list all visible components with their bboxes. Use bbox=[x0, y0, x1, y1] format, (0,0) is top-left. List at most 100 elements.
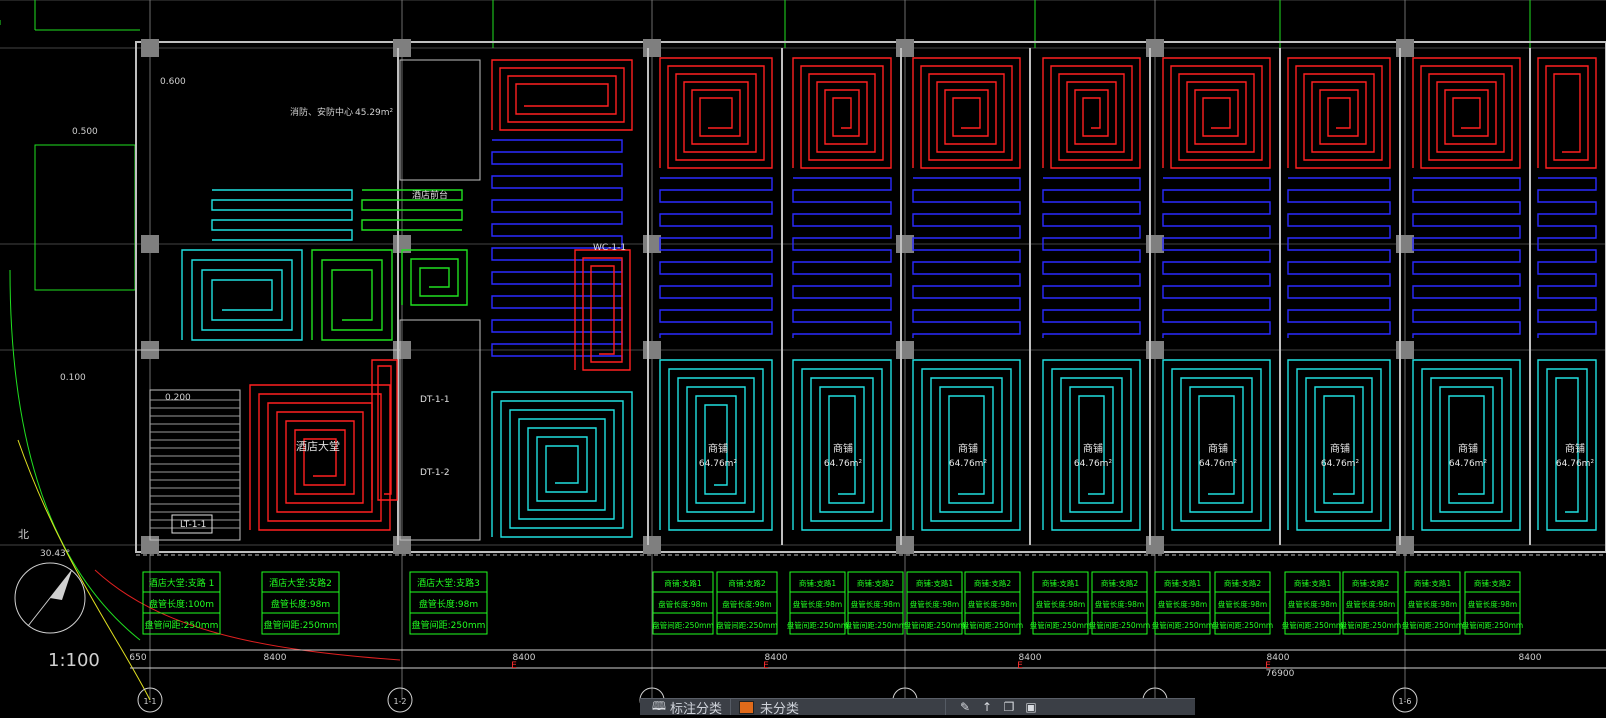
circuit-table-cell: 盘管间距:250mm bbox=[1030, 620, 1091, 630]
circuit-table-cell: 商铺:支路1 bbox=[1042, 578, 1080, 588]
room-area: 64.76m² bbox=[699, 459, 738, 469]
circuit-table-cell: 盘管间距:250mm bbox=[1402, 620, 1463, 630]
column bbox=[896, 536, 914, 554]
circuit-table-cell: 盘管长度:98m bbox=[1346, 599, 1395, 609]
room-area: 64.76m² bbox=[1556, 459, 1595, 469]
circuit-tables: 酒店大堂:支路 1盘管长度:100m盘管间距:250mm酒店大堂:支路2盘管长度… bbox=[142, 571, 1523, 635]
blue-pipe-serpentine bbox=[1537, 177, 1597, 338]
site-curve bbox=[9, 269, 141, 641]
circuit-table-cell: 商铺:支路1 bbox=[1164, 578, 1202, 588]
blue-pipe-serpentine bbox=[1042, 177, 1141, 338]
circuit-table-cell: 商铺:支路2 bbox=[1352, 578, 1390, 588]
red-pipe-spiral bbox=[249, 384, 391, 531]
blue-pipe-serpentine bbox=[1287, 177, 1391, 338]
circuit-table bbox=[1032, 571, 1089, 635]
circuit-table bbox=[1464, 571, 1521, 635]
axis-label: 1-6 bbox=[1398, 697, 1411, 706]
book-icon: 🕮 bbox=[651, 698, 667, 713]
north-circle bbox=[14, 562, 86, 634]
scale-label: 1:100 bbox=[48, 650, 100, 671]
room-area: 64.76m² bbox=[1199, 459, 1238, 469]
red-pipe-spiral bbox=[659, 57, 773, 169]
room-area: 64.76m² bbox=[949, 459, 988, 469]
pencil-icon[interactable]: ✎ bbox=[959, 700, 971, 714]
elevation-label: 0.500 bbox=[72, 127, 98, 137]
dimension-mark: E bbox=[1017, 661, 1023, 671]
circuit-table-cell: 盘管长度:98m bbox=[271, 598, 330, 610]
circuit-table-cell: 盘管长度:98m bbox=[1095, 599, 1144, 609]
circuit-table-cell: 盘管间距:250mm bbox=[716, 620, 777, 630]
column bbox=[896, 39, 914, 57]
room-label: 商铺 bbox=[708, 442, 728, 455]
column bbox=[896, 341, 914, 359]
blue-pipe-serpentine bbox=[1162, 177, 1271, 338]
room-label: DT-1-2 bbox=[420, 468, 450, 478]
circuit-table-cell: 盘管间距:250mm bbox=[1282, 620, 1343, 630]
circuit-table-cell: 商铺:支路2 bbox=[857, 578, 895, 588]
stair-box bbox=[149, 389, 241, 541]
circuit-table-cell: 盘管长度:98m bbox=[419, 598, 478, 610]
cyan-pipe-spiral bbox=[491, 391, 633, 538]
copy-icon[interactable]: ❐ bbox=[1003, 700, 1015, 714]
cyan-pipe-spiral bbox=[1537, 359, 1597, 531]
upload-icon[interactable]: ↑ bbox=[981, 700, 993, 714]
room-box bbox=[399, 319, 481, 541]
save-icon[interactable]: ▣ bbox=[1025, 700, 1037, 714]
column bbox=[1396, 235, 1414, 253]
column bbox=[896, 235, 914, 253]
site-edge bbox=[0, 0, 140, 31]
circuit-table-cell: 盘管间距:250mm bbox=[1152, 620, 1213, 630]
red-pipe-spiral bbox=[574, 249, 631, 371]
axis-bubble bbox=[137, 687, 163, 713]
column bbox=[1146, 341, 1164, 359]
circuit-table-cell: 盘管间距:250mm bbox=[787, 620, 848, 630]
layer-selector[interactable]: 未分类 bbox=[731, 699, 947, 717]
axis-label: 1-1 bbox=[143, 697, 156, 706]
column bbox=[643, 536, 661, 554]
circuit-table bbox=[1404, 571, 1461, 635]
dimension-text: 76900 bbox=[1266, 669, 1295, 679]
circuit-table-cell: 盘管间距:250mm bbox=[904, 620, 965, 630]
circuit-table bbox=[1154, 571, 1211, 635]
column bbox=[141, 39, 159, 57]
circuit-table-cell: 盘管长度:98m bbox=[1408, 599, 1457, 609]
circuit-table-cell: 盘管长度:98m bbox=[1288, 599, 1337, 609]
column bbox=[141, 235, 159, 253]
elevation-label: 0.600 bbox=[160, 77, 186, 87]
axis-label: 1-2 bbox=[393, 697, 406, 706]
dimension-text: 8400 bbox=[1019, 653, 1042, 663]
green-pipe-spiral bbox=[311, 249, 393, 341]
circuit-table-cell: 盘管长度:98m bbox=[1036, 599, 1085, 609]
room-label: 商铺 bbox=[833, 442, 853, 455]
dimension-text: 8400 bbox=[1519, 653, 1542, 663]
room-label: DT-1-1 bbox=[420, 395, 450, 405]
circuit-table-cell: 盘管长度:98m bbox=[968, 599, 1017, 609]
label-box bbox=[171, 514, 213, 534]
doc-tab[interactable]: 🕮 标注分类 bbox=[640, 698, 732, 717]
cyan-pipe-spiral bbox=[1042, 359, 1141, 531]
room-label: 商铺 bbox=[1208, 442, 1228, 455]
room-label: LT-1-1 bbox=[180, 520, 206, 530]
dimension-text: 650 bbox=[129, 653, 146, 663]
north-label: 北 bbox=[18, 528, 29, 541]
room-area: 45.29m² bbox=[355, 108, 394, 118]
column bbox=[1146, 39, 1164, 57]
circuit-table-cell: 商铺:支路1 bbox=[1294, 578, 1332, 588]
circuit-table-cell: 酒店大堂:支路2 bbox=[269, 577, 332, 589]
elevation-label: 0.100 bbox=[60, 373, 86, 383]
doc-tab-label: 标注分类 bbox=[670, 701, 723, 717]
room-label: 消防、安防中心 bbox=[290, 106, 353, 118]
axis-bubble bbox=[387, 687, 413, 713]
circuit-table-cell: 盘管间距:250mm bbox=[1089, 620, 1150, 630]
circuit-table-cell: 商铺:支路2 bbox=[974, 578, 1012, 588]
circuit-table-cell: 盘管长度:98m bbox=[1218, 599, 1267, 609]
circuit-table-cell: 盘管长度:98m bbox=[910, 599, 959, 609]
green-pipe-spiral bbox=[401, 249, 468, 306]
red-pipe-spiral bbox=[1537, 57, 1597, 169]
circuit-table-cell: 盘管间距:250mm bbox=[1462, 620, 1523, 630]
circuit-table-cell: 商铺:支路2 bbox=[728, 578, 766, 588]
circuit-table-cell: 盘管长度:98m bbox=[1158, 599, 1207, 609]
cyan-pipe-spiral bbox=[1412, 359, 1521, 531]
column bbox=[1396, 341, 1414, 359]
